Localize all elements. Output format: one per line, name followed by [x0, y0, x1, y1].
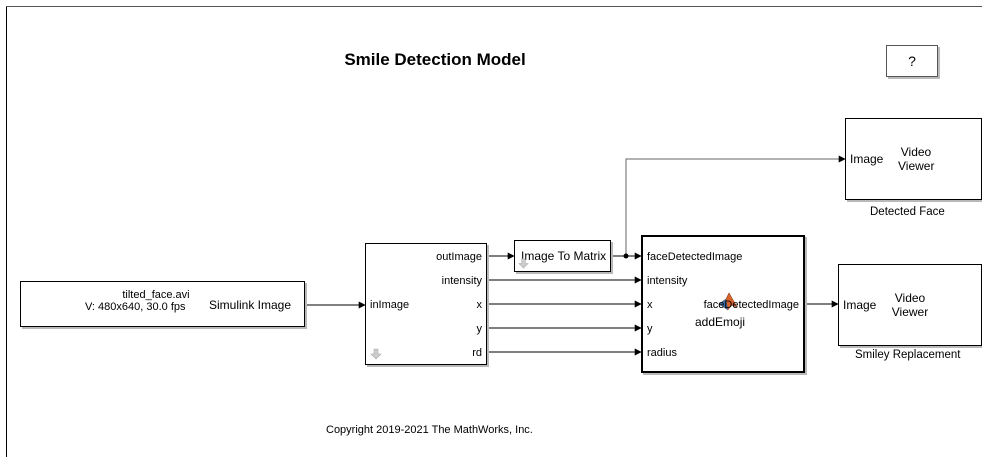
wire-branch-to-detected-viewer [625, 155, 846, 256]
add-emoji-matlab-function-block[interactable]: faceDetectedImage intensity x y radius f… [641, 235, 805, 373]
face-detection-subsystem[interactable]: inImage outImage intensity x y rd [365, 243, 487, 365]
subsystem-output-port-outimage: outImage [436, 251, 482, 263]
source-video-info: V: 480x640, 30.0 fps [85, 301, 186, 313]
source-output-port-label: Simulink Image [209, 298, 292, 312]
help-button[interactable]: ? [886, 45, 938, 77]
add-emoji-function-name: addEmoji [695, 315, 746, 329]
subsystem-output-port-intensity: intensity [441, 275, 482, 287]
down-arrow-icon [518, 258, 529, 269]
canvas-border-left [6, 6, 7, 457]
subsystem-output-port-x: x [476, 299, 483, 311]
video-viewer-smiley-replacement[interactable]: Image Video Viewer [838, 264, 982, 346]
down-arrow-icon [370, 348, 382, 360]
viewer-title-line1: Video [900, 145, 932, 159]
image-to-matrix-block[interactable]: Image To Matrix [514, 240, 611, 272]
model-title: Smile Detection Model [344, 50, 526, 69]
emoji-output-port-facedetectedimage: faceDetectedImage [703, 299, 799, 311]
emoji-input-port-x: x [647, 299, 653, 311]
source-block-from-multimedia-file[interactable]: tilted_face.avi V: 480x640, 30.0 fps Sim… [20, 281, 305, 327]
subsystem-output-port-rd: rd [472, 347, 482, 359]
viewer-title-line2: Viewer [898, 159, 935, 173]
viewer-title-line1: Video [894, 291, 926, 305]
video-viewer-detected-face[interactable]: Image Video Viewer [845, 118, 982, 200]
smiley-replacement-caption: Smiley Replacement [855, 349, 961, 361]
viewer-input-port-image: Image [850, 152, 884, 166]
viewer-input-port-image: Image [843, 298, 877, 312]
source-file-name: tilted_face.avi [122, 289, 190, 301]
detected-face-caption: Detected Face [870, 206, 945, 218]
subsystem-output-port-y: y [476, 323, 483, 335]
emoji-input-port-intensity: intensity [647, 275, 688, 287]
emoji-input-port-radius: radius [647, 347, 677, 359]
subsystem-input-port-inimage: inImage [370, 299, 410, 311]
image-to-matrix-label: Image To Matrix [521, 249, 607, 263]
emoji-input-port-y: y [647, 323, 653, 335]
branch-point [623, 253, 629, 259]
viewer-title-line2: Viewer [891, 305, 929, 319]
canvas-border-top [6, 6, 982, 7]
emoji-input-port-facedetectedimage: faceDetectedImage [647, 251, 743, 263]
matlab-logo-icon [718, 292, 738, 311]
copyright-notice: Copyright 2019-2021 The MathWorks, Inc. [326, 424, 533, 436]
